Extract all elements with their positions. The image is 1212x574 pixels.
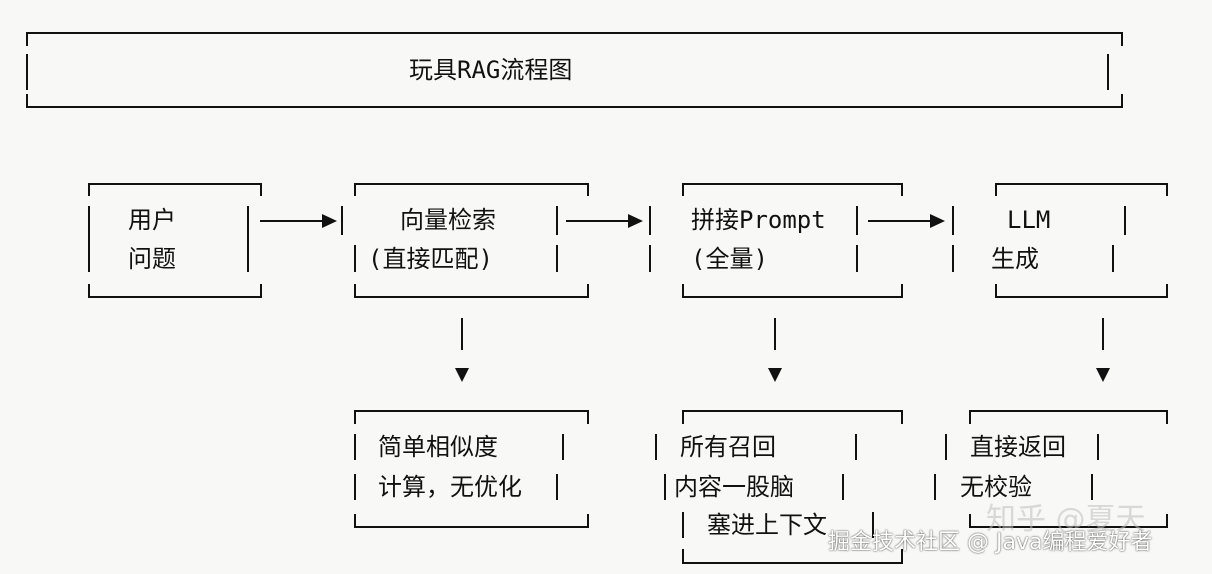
frame-note-llm-generate xyxy=(934,410,1168,528)
node-user-question-line-2: 问题 xyxy=(128,245,176,273)
arrow-down-head-1 xyxy=(455,368,469,382)
note-prompt-concat-line-3: 塞进上下文 xyxy=(707,511,827,539)
note-vector-search-line-1: 简单相似度 xyxy=(378,433,498,461)
node-prompt-concat-line-2: (全量) xyxy=(691,245,768,273)
note-llm-generate-line-1: 直接返回 xyxy=(970,433,1066,461)
watermark-main: 掘金技术社区 @ Java编程爱好者 xyxy=(828,530,1153,555)
arrow-down-head-3 xyxy=(1096,368,1110,382)
watermark-faint: 知乎 @夏天 xyxy=(986,502,1146,537)
node-user-question-line-1: 用户 xyxy=(128,206,176,234)
diagram-title: 玩具RAG流程图 xyxy=(409,56,573,84)
frame-note-vector-search xyxy=(354,410,589,528)
frame-llm-generate xyxy=(952,183,1168,298)
note-vector-search-line-2: 计算，无优化 xyxy=(378,473,522,501)
node-vector-search-line-1: 向量检索 xyxy=(400,206,496,234)
arrow-down-head-2 xyxy=(768,368,782,382)
node-prompt-concat-line-1: 拼接Prompt xyxy=(691,206,826,234)
node-vector-search-line-2: (直接匹配) xyxy=(368,245,493,273)
frame-note-prompt-concat xyxy=(655,410,903,564)
arrow-head-1 xyxy=(322,214,337,228)
note-prompt-concat-line-2: 内容一股脑 xyxy=(674,473,794,501)
note-llm-generate-line-2: 无校验 xyxy=(960,473,1032,501)
arrow-head-3 xyxy=(930,214,945,228)
title-frame xyxy=(26,32,1123,108)
node-llm-generate-line-2: 生成 xyxy=(991,245,1039,273)
frame-user-question xyxy=(88,183,262,298)
note-prompt-concat-line-1: 所有召回 xyxy=(680,433,776,461)
frame-vector-search xyxy=(341,183,589,298)
arrow-head-2 xyxy=(628,214,643,228)
node-llm-generate-line-1: LLM xyxy=(1007,206,1051,234)
frame-prompt-concat xyxy=(649,183,903,298)
